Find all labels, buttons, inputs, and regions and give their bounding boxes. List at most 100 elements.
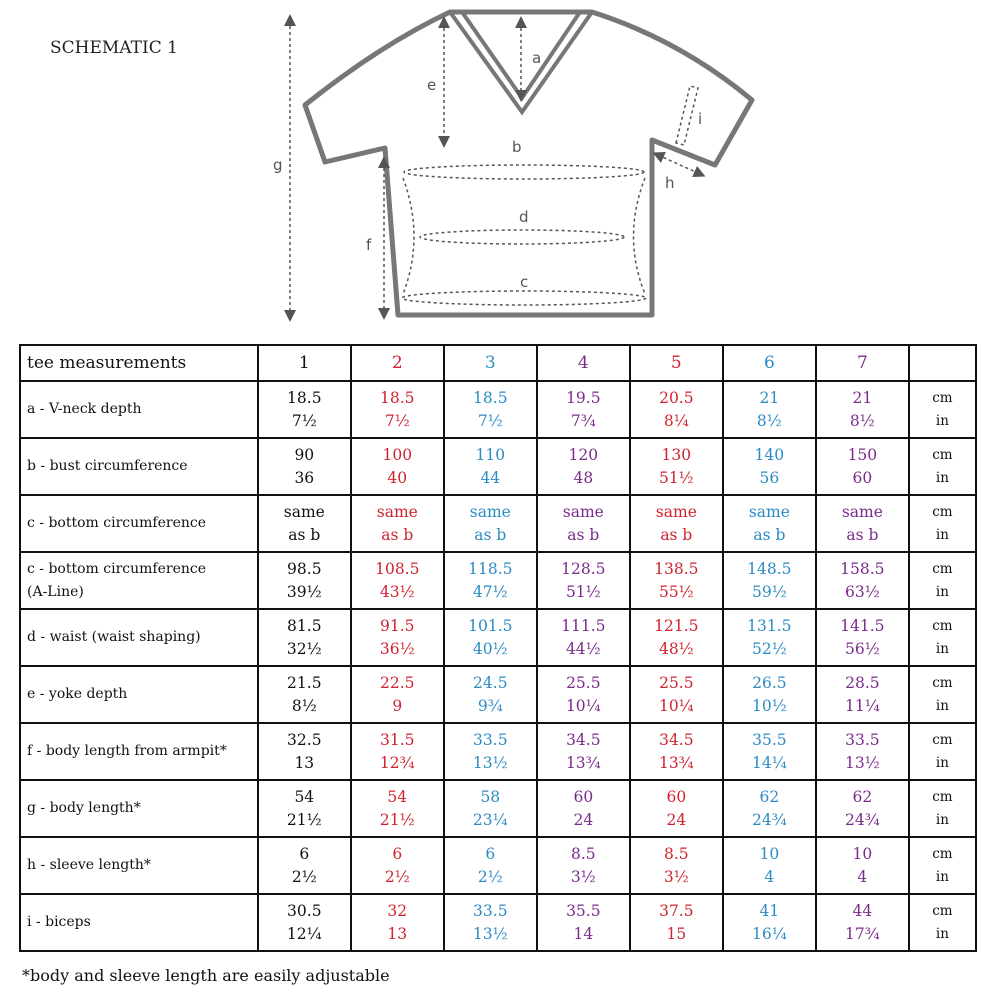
row-label: c - bottom circumference(A-Line) bbox=[19, 551, 259, 610]
label-d: d bbox=[519, 208, 529, 226]
label-a: a bbox=[532, 49, 541, 67]
label-b: b bbox=[512, 138, 522, 156]
row-label: g - body length* bbox=[19, 779, 259, 838]
header-cell: 2 bbox=[349, 344, 445, 382]
header-cell: 3 bbox=[442, 344, 538, 382]
header-cell: 1 bbox=[256, 344, 352, 382]
header-cell: 5 bbox=[628, 344, 724, 382]
row-label: i - biceps bbox=[19, 893, 259, 952]
header-cell: 4 bbox=[535, 344, 631, 382]
row-label: f - body length from armpit* bbox=[19, 722, 259, 781]
header-cell: 7 bbox=[814, 344, 910, 382]
label-i: i bbox=[698, 110, 702, 128]
label-g: g bbox=[273, 156, 283, 174]
row-label: a - V-neck depth bbox=[19, 380, 259, 439]
row-label: h - sleeve length* bbox=[19, 836, 259, 895]
header-cell bbox=[907, 344, 978, 382]
footnote: *body and sleeve length are easily adjus… bbox=[22, 966, 390, 985]
label-h: h bbox=[665, 174, 675, 192]
row-label: e - yoke depth bbox=[19, 665, 259, 724]
row-label: c - bottom circumference bbox=[19, 494, 259, 553]
tee-outline bbox=[302, 9, 755, 318]
tee-schematic: a b c d e f g h i bbox=[273, 9, 755, 322]
label-e: e bbox=[427, 76, 436, 94]
